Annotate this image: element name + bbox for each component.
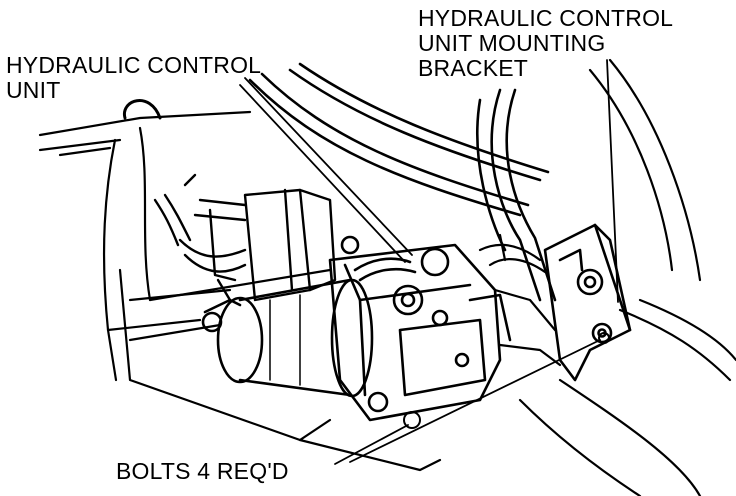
bolt-icon [598,332,610,344]
brake-lines [478,233,562,367]
label-bolts: BOLTS 4 REQ'D [116,459,289,484]
label-line: UNIT MOUNTING [418,30,606,56]
leader-hydraulic-control-unit [244,77,413,256]
leader-mounting-bracket [606,59,619,303]
label-line: BRACKET [418,55,529,81]
electrical-connector [153,173,337,302]
bolt-heads [403,332,610,429]
label-line: HYDRAULIC CONTROL [418,5,674,31]
label-line: HYDRAULIC CONTROL [6,52,262,78]
leader-bolts-2 [349,339,601,463]
valve-body [328,235,512,422]
mounting-bracket [543,223,632,382]
label-line: UNIT [6,77,61,103]
label-line: BOLTS 4 REQ'D [116,458,289,484]
leader-lines [239,59,619,465]
leader-bolts-1 [334,424,409,465]
vehicle-structure [38,99,442,472]
hoses [248,62,557,302]
bolt-icon [403,411,421,429]
label-mounting-bracket: HYDRAULIC CONTROL UNIT MOUNTING BRACKET [418,6,673,81]
fender [518,58,736,496]
leader-hydraulic-control-unit-2 [239,84,406,263]
label-hydraulic-control-unit: HYDRAULIC CONTROL UNIT [6,53,261,103]
